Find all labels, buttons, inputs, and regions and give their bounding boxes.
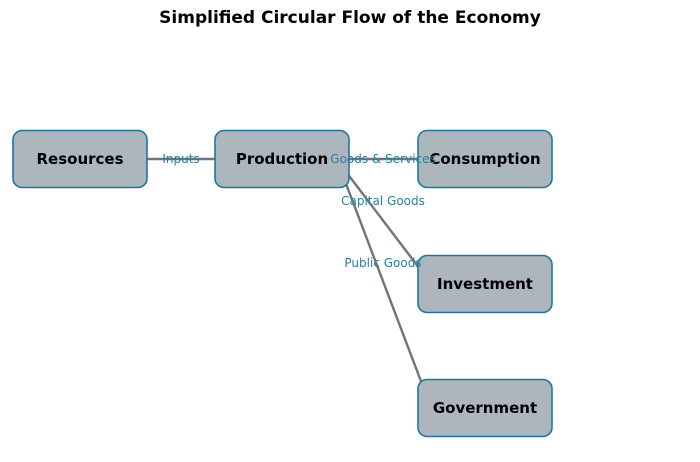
edge-label-production-to-investment: Capital Goods bbox=[341, 194, 425, 208]
node-consumption: Consumption bbox=[417, 129, 553, 189]
node-label-production: Production bbox=[236, 150, 328, 168]
node-resources: Resources bbox=[12, 129, 148, 189]
node-box-resources bbox=[12, 129, 148, 189]
node-production: Production bbox=[214, 129, 350, 189]
edge-label-production-to-government: Public Goods bbox=[344, 256, 421, 270]
node-label-consumption: Consumption bbox=[429, 150, 540, 168]
node-label-investment: Investment bbox=[437, 275, 533, 293]
node-box-production bbox=[214, 129, 350, 189]
arrow-production-to-government bbox=[335, 159, 432, 407]
node-label-resources: Resources bbox=[36, 150, 123, 168]
node-box-consumption bbox=[417, 129, 553, 189]
edge-label-resources-to-production: Inputs bbox=[162, 152, 199, 166]
node-investment: Investment bbox=[417, 254, 553, 314]
node-label-government: Government bbox=[433, 399, 537, 417]
node-government: Government bbox=[417, 378, 553, 438]
node-box-government bbox=[417, 378, 553, 438]
node-box-investment bbox=[417, 254, 553, 314]
diagram-title: Simplified Circular Flow of the Economy bbox=[159, 8, 541, 28]
edge-label-production-to-consumption: Goods & Services bbox=[330, 152, 435, 166]
arrow-production-to-investment bbox=[336, 159, 431, 283]
